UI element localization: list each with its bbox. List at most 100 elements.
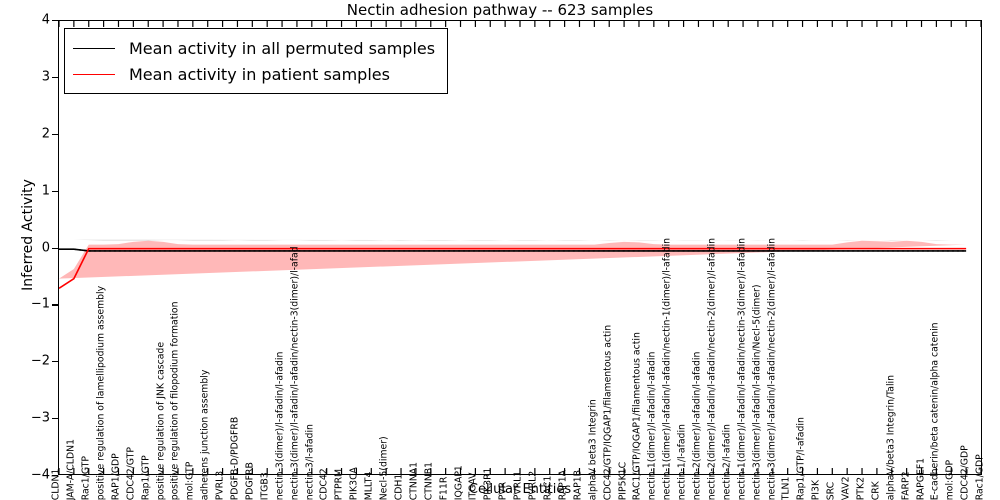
x-tick-mark xyxy=(147,468,149,474)
x-tick-mark xyxy=(311,21,313,27)
x-tick-mark xyxy=(861,468,863,474)
x-tick-label: nectin-1(dimer)/l-afadin/l-afadin/nectin… xyxy=(661,237,673,500)
x-tick-mark xyxy=(88,468,90,474)
x-tick-mark xyxy=(816,21,819,27)
x-tick-mark xyxy=(326,21,328,27)
x-tick-mark xyxy=(920,21,923,27)
x-tick-mark xyxy=(682,21,685,27)
x-tick-mark xyxy=(742,21,744,27)
x-tick-mark xyxy=(430,468,432,474)
x-tick-mark xyxy=(415,21,417,27)
x-tick-mark xyxy=(638,468,640,474)
permuted-confidence-band xyxy=(59,239,967,241)
x-tick-mark xyxy=(340,468,343,474)
x-tick-mark xyxy=(965,468,967,474)
x-tick-mark xyxy=(965,21,967,27)
permuted-mean-dotted-overlay xyxy=(59,248,967,252)
x-tick-mark xyxy=(578,21,581,27)
x-tick-mark xyxy=(474,21,476,27)
x-tick-label: nectin-1(dimer)/l-afadin/l-afadin xyxy=(647,351,659,500)
x-tick-label: CDC42/GTP/IQGAP1/filamentous actin xyxy=(602,324,614,500)
x-tick-mark xyxy=(400,468,402,474)
x-tick-mark xyxy=(742,468,744,474)
x-tick-label: positive regulation of JNK cascade xyxy=(155,341,167,500)
x-tick-mark xyxy=(564,468,566,474)
x-tick-mark xyxy=(831,21,833,27)
legend-item-permuted: Mean activity in all permuted samples xyxy=(73,35,435,61)
x-tick-mark xyxy=(950,468,952,474)
x-tick-mark xyxy=(430,21,432,27)
x-tick-mark xyxy=(787,468,789,474)
x-tick-mark xyxy=(117,21,120,27)
x-tick-mark xyxy=(712,468,714,474)
x-tick-label: positive regulation of lamellipodium ass… xyxy=(95,285,107,500)
y-tick-mark xyxy=(52,418,58,420)
x-tick-label: nectin-3(dimer)/l-afadin/l-afadin/nectin… xyxy=(766,237,778,500)
x-tick-mark xyxy=(400,21,402,27)
x-tick-mark xyxy=(906,21,908,27)
y-tick-mark xyxy=(52,361,58,363)
x-tick-label: nectin-3(dimer)/l-afadin/l-afadin xyxy=(274,351,286,500)
legend-item-patient: Mean activity in patient samples xyxy=(73,61,435,87)
x-tick-mark xyxy=(593,468,595,474)
x-tick-mark xyxy=(757,21,759,27)
y-tick-mark xyxy=(52,304,58,306)
x-tick-mark xyxy=(668,468,670,474)
x-tick-mark xyxy=(846,468,848,474)
x-tick-mark xyxy=(281,21,283,27)
x-tick-mark xyxy=(162,468,164,474)
x-tick-mark xyxy=(132,468,134,474)
x-tick-mark xyxy=(221,468,224,474)
x-tick-mark xyxy=(340,21,343,27)
x-tick-mark xyxy=(489,21,491,27)
x-tick-mark xyxy=(207,468,209,474)
x-tick-mark xyxy=(192,468,194,474)
x-tick-mark xyxy=(192,21,194,27)
x-tick-mark xyxy=(236,21,239,27)
y-tick-label: 0 xyxy=(41,240,50,255)
x-tick-mark xyxy=(132,21,134,27)
x-tick-mark xyxy=(504,468,506,474)
x-tick-mark xyxy=(296,468,298,474)
x-tick-mark xyxy=(207,21,209,27)
x-tick-mark xyxy=(623,21,625,27)
x-tick-mark xyxy=(281,468,283,474)
x-tick-mark xyxy=(831,468,833,474)
y-tick-label: 3 xyxy=(41,69,50,85)
x-tick-mark xyxy=(251,468,253,474)
x-tick-label: positive regulation of filopodium format… xyxy=(170,301,182,500)
x-tick-mark xyxy=(578,468,581,474)
legend-swatch-black xyxy=(73,47,115,49)
x-tick-mark xyxy=(697,21,700,27)
legend-swatch-red xyxy=(73,73,115,75)
x-tick-mark xyxy=(73,21,75,27)
x-tick-mark xyxy=(920,468,923,474)
patient-confidence-band xyxy=(59,240,967,279)
x-tick-mark xyxy=(59,21,60,27)
x-tick-mark xyxy=(147,21,149,27)
x-tick-mark xyxy=(445,21,447,27)
x-tick-mark xyxy=(236,468,239,474)
x-tick-mark xyxy=(980,468,981,474)
x-tick-mark xyxy=(370,468,372,474)
x-tick-mark xyxy=(549,21,551,27)
x-tick-mark xyxy=(355,21,358,27)
y-tick-label: −1 xyxy=(30,296,50,312)
x-tick-mark xyxy=(638,21,640,27)
x-tick-mark xyxy=(772,21,774,27)
x-tick-mark xyxy=(504,21,506,27)
x-tick-mark xyxy=(772,468,774,474)
y-tick-mark xyxy=(52,247,58,249)
x-tick-mark xyxy=(534,468,536,474)
x-tick-mark xyxy=(251,21,253,27)
x-tick-mark xyxy=(950,21,952,27)
y-tick-mark xyxy=(52,475,58,477)
y-axis-label: Inferred Activity xyxy=(20,179,36,291)
x-tick-mark xyxy=(355,468,358,474)
x-tick-mark xyxy=(861,21,863,27)
x-tick-mark xyxy=(801,21,804,27)
legend-label-patient: Mean activity in patient samples xyxy=(129,64,390,84)
x-tick-label: nectin-1(dimer)/l-afadin/l-afadin/nectin… xyxy=(736,237,748,500)
x-tick-mark xyxy=(519,468,521,474)
